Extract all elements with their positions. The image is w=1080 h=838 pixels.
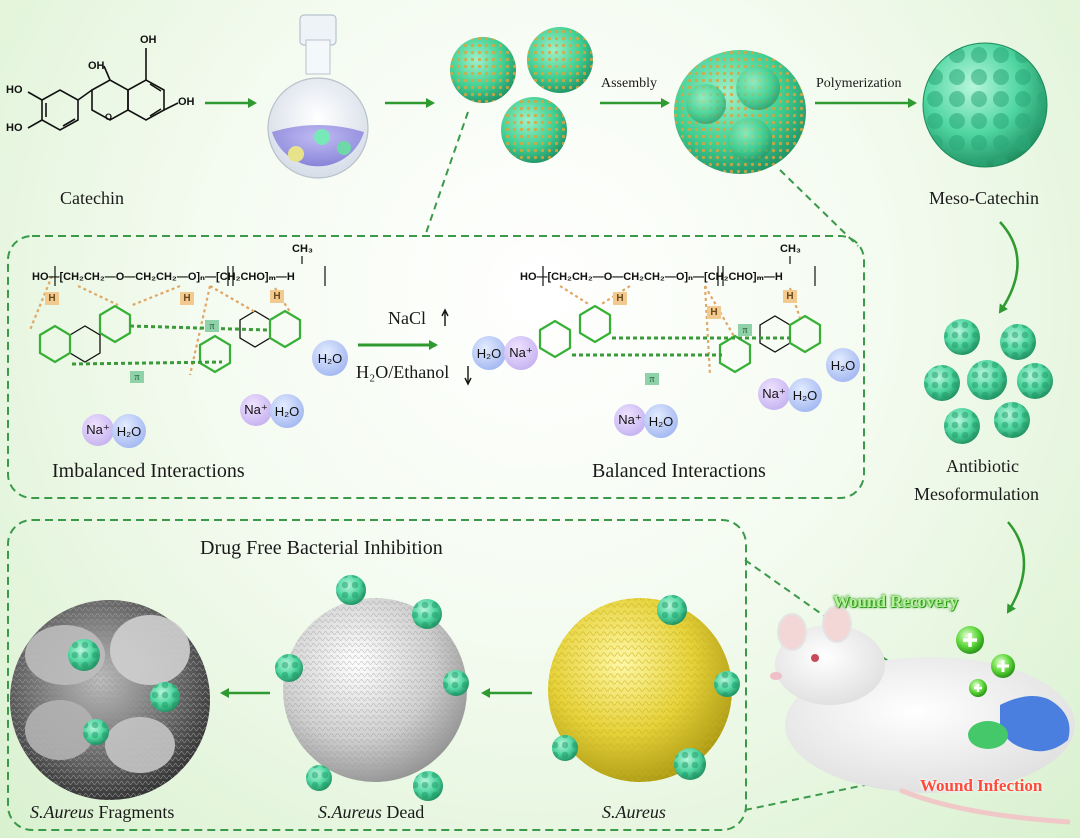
- h-bond-box: H: [270, 290, 284, 303]
- polymerization-label: Polymerization: [816, 76, 902, 91]
- meso-catechin-sphere: [922, 42, 1048, 168]
- nacl-label: NaCl: [388, 308, 426, 328]
- top-arrows: [205, 98, 1026, 698]
- plus-icons: [956, 626, 1015, 697]
- catechin-label: Catechin: [60, 188, 124, 208]
- mesoformulation-particles: [924, 319, 1053, 444]
- antibiotic-label-line2: Mesoformulation: [914, 484, 1039, 504]
- round-bottom-flask: [267, 14, 369, 179]
- h-bond-box: H: [707, 306, 721, 319]
- water-molecule: H₂O: [112, 414, 146, 448]
- antibiotic-label-line1: Antibiotic: [946, 456, 1019, 476]
- water-molecule: H₂O: [826, 348, 860, 382]
- bacteria-live: [548, 595, 740, 782]
- balanced-label: Balanced Interactions: [592, 460, 766, 482]
- ch3-right: CH₃: [780, 243, 801, 255]
- polymer-formula-right: HO—[CH₂CH₂—O—CH₂CH₂—O]ₙ—[CH₂CHO]ₘ—H: [520, 271, 783, 283]
- oh-label-4: OH: [140, 34, 157, 46]
- oh-label-1: HO: [6, 84, 23, 96]
- fragments-label: S.Aureus Fragments: [30, 802, 175, 822]
- water-molecule: H₂O: [472, 336, 506, 370]
- sodium-ion: Na⁺: [758, 378, 790, 410]
- pi-box: π: [645, 373, 659, 385]
- imbalanced-label: Imbalanced Interactions: [52, 460, 245, 482]
- catechin-structure: [27, 48, 179, 131]
- bacteria-fragments: [10, 600, 210, 800]
- water-molecule: H₂O: [312, 340, 348, 376]
- water-molecule: H₂O: [788, 378, 822, 412]
- wound-infection-label: Wound Infection: [920, 776, 1043, 795]
- ch3-left: CH₃: [292, 243, 313, 255]
- assembled-cluster: [674, 50, 806, 174]
- catechin-ring-o: O: [105, 112, 112, 122]
- water-molecule: H₂O: [644, 404, 678, 438]
- bacteria-dead: [275, 575, 469, 801]
- wound-recovery-label: Wound Recovery: [833, 592, 959, 611]
- bacteria-panel-title: Drug Free Bacterial Inhibition: [200, 537, 443, 559]
- pi-box: π: [738, 324, 752, 336]
- water-molecule: H₂O: [270, 394, 304, 428]
- h-bond-box: H: [613, 292, 627, 305]
- solvent-label: H₂O/Ethanol: [356, 362, 450, 382]
- sodium-ion: Na⁺: [504, 336, 538, 370]
- live-label: S.Aureus: [602, 802, 666, 822]
- meso-catechin-label: Meso-Catechin: [929, 188, 1039, 208]
- oh-label-5: OH: [178, 96, 195, 108]
- oh-label-3: OH: [88, 60, 105, 72]
- micelle-group: [450, 27, 593, 163]
- pi-stacking-lines: [71, 324, 792, 366]
- h-bond-box: H: [783, 290, 797, 303]
- sodium-ion: Na⁺: [82, 414, 114, 446]
- mouse-illustration: [770, 605, 1075, 825]
- oh-label-2: HO: [6, 122, 23, 134]
- polymer-formula-left: HO—[CH₂CH₂—O—CH₂CH₂—O]ₙ—[CH₂CHO]ₘ—H: [32, 271, 295, 283]
- pi-box: π: [205, 320, 219, 332]
- assembly-label: Assembly: [601, 76, 657, 91]
- polymer-backbones: [54, 256, 816, 286]
- sodium-ion: Na⁺: [614, 404, 646, 436]
- bacteria-panel-border: [7, 519, 747, 831]
- interaction-panel-border: [7, 235, 865, 499]
- sodium-ion: Na⁺: [240, 394, 272, 426]
- dead-label: S.Aureus Dead: [318, 802, 425, 822]
- pi-box: π: [130, 371, 144, 383]
- aromatic-rings-highlight: [38, 304, 822, 374]
- h-bond-box: H: [45, 292, 59, 305]
- h-bond-box: H: [180, 292, 194, 305]
